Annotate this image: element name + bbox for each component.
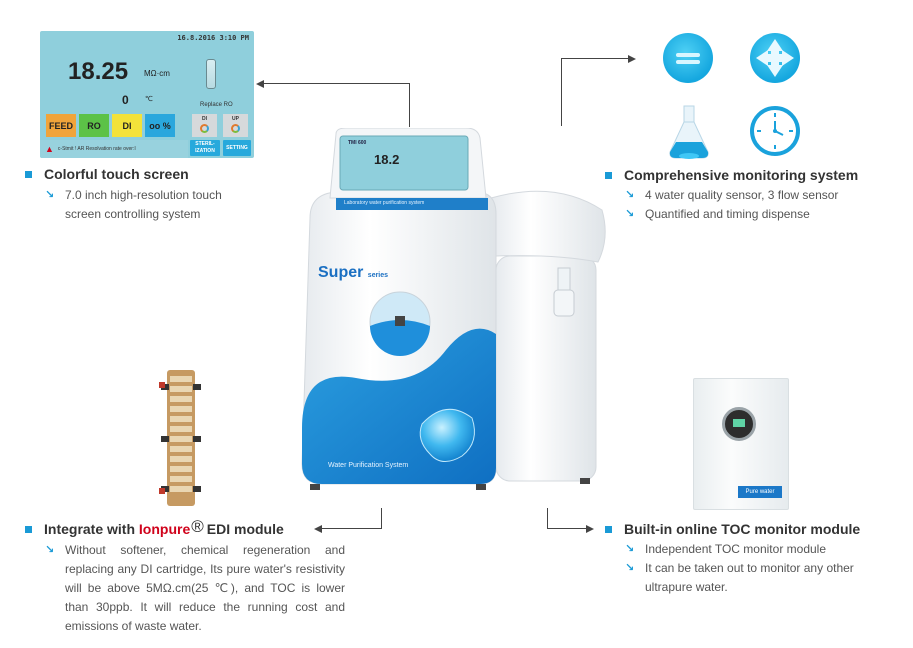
feature-edi: Integrate with Ionpure®EDI module ↘Witho… — [25, 517, 345, 636]
feature-monitoring-bullets: ↘4 water quality sensor, 3 flow sensor ↘… — [625, 186, 895, 224]
connector-line-toc-h — [547, 528, 587, 529]
arrow-bullet-icon: ↘ — [625, 543, 635, 555]
screen-temperature-value: 0 — [122, 93, 129, 107]
arrow-bullet-icon: ↘ — [45, 189, 55, 201]
machine-brand-series: series — [367, 272, 389, 279]
cartridge-tube-icon — [206, 59, 216, 89]
connector-line-edi-v — [381, 508, 382, 529]
screen-replace-label: Replace RO — [200, 102, 233, 108]
machine-screen-value: 18.2 — [374, 152, 400, 167]
water-drop-icon — [663, 33, 713, 83]
feature-monitoring-bullet: ↘Quantified and timing dispense — [625, 205, 895, 224]
di-mini-button[interactable]: DI — [192, 114, 217, 137]
connector-line-touch-v — [409, 83, 410, 127]
percent-button[interactable]: oo % — [145, 114, 175, 137]
machine-band-text: Laboratory water purification system — [344, 200, 425, 206]
toc-module-image: Pure water — [693, 378, 789, 510]
clock-timer-icon — [750, 106, 800, 156]
di-button[interactable]: DI — [112, 114, 142, 137]
screen-resistivity-value: 18.25 — [68, 58, 129, 85]
connector-arrowhead-toc — [586, 525, 594, 533]
arrow-bullet-icon: ↘ — [45, 544, 55, 556]
flow-direction-icon — [750, 33, 800, 83]
feature-toc-bullet: ↘It can be taken out to monitor any othe… — [625, 561, 854, 594]
feature-toc-title: Built-in online TOC monitor module — [605, 521, 905, 537]
toc-module-label: Pure water — [738, 486, 782, 498]
bullet-square-icon — [25, 525, 32, 533]
warning-icon: ▲ — [45, 144, 54, 154]
machine-caption: Water Purification System — [328, 462, 409, 469]
feature-monitoring: Comprehensive monitoring system ↘4 water… — [605, 167, 895, 224]
connector-arrowhead-edi — [314, 525, 322, 533]
machine-top-label: TMI 600 — [348, 140, 367, 146]
up-mini-button[interactable]: UP — [223, 114, 248, 137]
ionpure-brand: Ionpure — [138, 521, 191, 537]
screen-status-text: c-Stmit ! AR Resolvation rate over:I — [57, 146, 136, 152]
screen-mode-buttons: FEED RO DI oo % — [46, 114, 176, 137]
feature-edi-bullet: ↘Without softener, chemical regeneration… — [45, 543, 345, 633]
up-gauge-icon — [231, 124, 240, 133]
bullet-square-icon — [25, 170, 32, 178]
arrow-bullet-icon: ↘ — [625, 208, 635, 220]
setting-button[interactable]: SETTING — [223, 140, 251, 156]
touch-screen-display: 16.8.2016 3:10 PM 18.25 MΩ·cm 0 ℃ Replac… — [40, 31, 254, 158]
edi-module-image — [159, 370, 203, 506]
feature-touch-bullet: ↘7.0 inch high-resolution touch screen c… — [45, 188, 222, 221]
screen-status-bar: ▲ c-Stmit ! AR Resolvation rate over:I — [40, 140, 188, 158]
bullet-square-icon — [605, 171, 612, 179]
connector-line-edi-h — [320, 528, 382, 529]
feed-button[interactable]: FEED — [46, 114, 76, 137]
feature-touch-title: Colorful touch screen — [25, 166, 265, 182]
ro-button[interactable]: RO — [79, 114, 109, 137]
feature-touch-screen: Colorful touch screen ↘7.0 inch high-res… — [25, 166, 265, 224]
connector-line-monitor-v — [561, 58, 562, 126]
registered-mark: ® — [191, 517, 204, 536]
feature-touch-bullets: ↘7.0 inch high-resolution touch screen c… — [45, 186, 245, 224]
connector-arrowhead-touch — [256, 80, 264, 88]
feature-monitoring-bullet: ↘4 water quality sensor, 3 flow sensor — [625, 186, 895, 205]
screen-resistivity-unit: MΩ·cm — [144, 69, 170, 78]
screen-datetime: 16.8.2016 3:10 PM — [177, 34, 249, 42]
bullet-square-icon — [605, 525, 612, 533]
feature-toc-bullets: ↘Independent TOC monitor module ↘It can … — [625, 540, 870, 597]
feature-toc: Built-in online TOC monitor module ↘Inde… — [605, 521, 905, 597]
di-gauge-icon — [200, 124, 209, 133]
water-purifier-machine: TMI 600 18.2 Laboratory water purificati… — [296, 127, 612, 500]
feature-edi-bullets: ↘Without softener, chemical regeneration… — [45, 541, 345, 636]
feature-toc-bullet: ↘Independent TOC monitor module — [625, 540, 870, 559]
flask-icon — [665, 104, 713, 160]
arrow-bullet-icon: ↘ — [625, 562, 635, 574]
connector-line-toc-v — [547, 508, 548, 529]
feature-edi-title: Integrate with Ionpure®EDI module — [25, 517, 345, 539]
machine-brand: Super series — [318, 264, 388, 282]
screen-temperature-unit: ℃ — [145, 96, 153, 103]
up-mini-label: UP — [232, 116, 239, 122]
arrow-bullet-icon: ↘ — [625, 189, 635, 201]
machine-brand-name: Super — [318, 264, 364, 281]
sterilization-button[interactable]: STERIL- IZATION — [190, 140, 220, 156]
toc-display-icon — [722, 407, 756, 441]
di-mini-label: DI — [202, 116, 207, 122]
feature-monitoring-title: Comprehensive monitoring system — [605, 167, 895, 183]
connector-line-touch-h — [262, 83, 410, 84]
connector-line-monitor-h — [561, 58, 629, 59]
connector-arrowhead-monitor — [628, 55, 636, 63]
